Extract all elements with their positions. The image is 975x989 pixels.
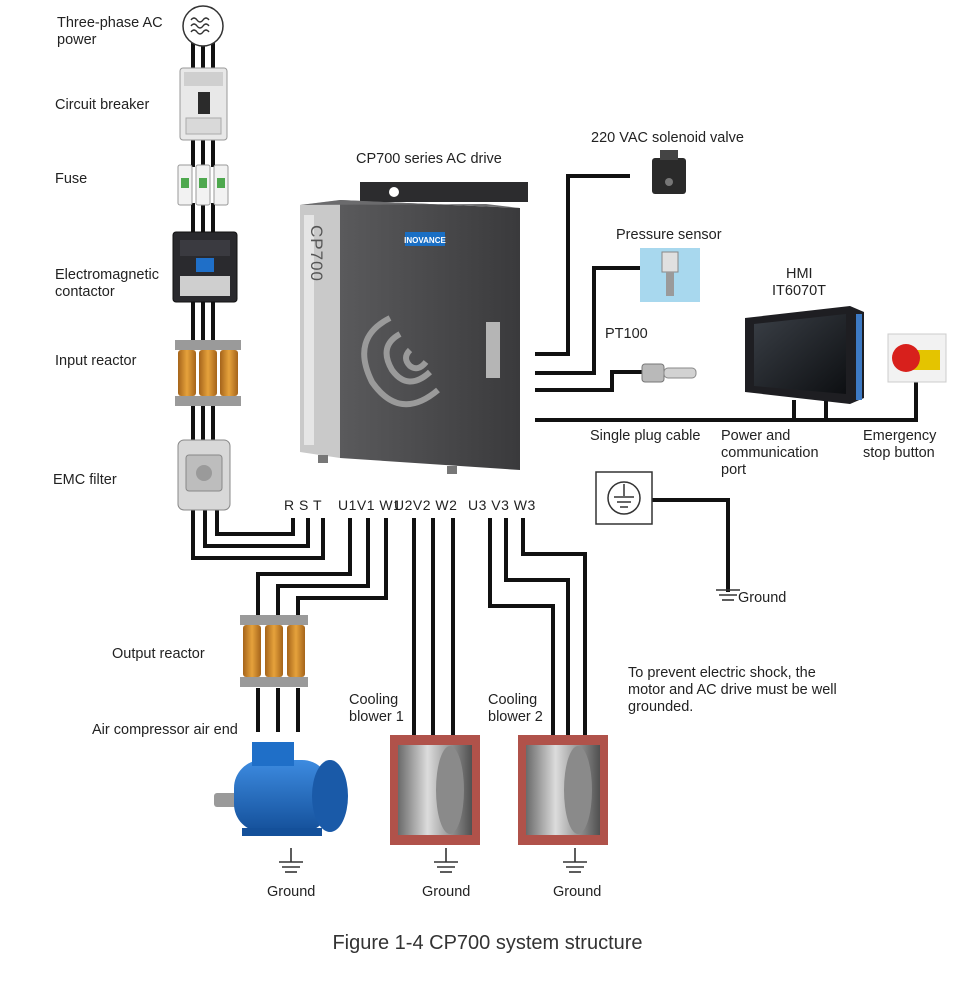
label-air-end: Air compressor air end: [92, 722, 238, 738]
drive-brand-badge: INOVANCE: [404, 236, 446, 245]
emergency-stop-icon: [887, 333, 947, 383]
terminal-input-rst: R S T: [284, 497, 323, 513]
label-hmi-line1: HMI: [786, 266, 813, 282]
ground-symbol-icon: [716, 589, 740, 601]
wiring: [191, 43, 918, 737]
label-pressure-sensor: Pressure sensor: [616, 227, 722, 243]
label-solenoid-valve: 220 VAC solenoid valve: [591, 130, 744, 146]
label-blower-2: Cooling blower 2: [488, 692, 543, 725]
ground-symbol-icon: [563, 848, 587, 873]
label-ground-blower-1: Ground: [422, 884, 471, 900]
label-output-reactor: Output reactor: [112, 646, 205, 662]
terminal-output-1: U1V1 W1: [338, 497, 402, 513]
label-emergency-stop: Emergency stop button: [863, 428, 937, 461]
input-reactor-icon: [175, 340, 241, 406]
output-reactor-icon: [240, 615, 308, 687]
circuit-breaker-icon: [179, 67, 228, 141]
label-hmi-line2: IT6070T: [772, 283, 826, 299]
ground-symbol-icon: [434, 848, 458, 873]
label-ac-power: Three-phase AC power: [57, 15, 163, 48]
terminal-output-3: U3 V3 W3: [468, 497, 536, 513]
cooling-blower-2-icon: [518, 735, 608, 845]
motor-icon: [214, 742, 348, 836]
grounding-note: To prevent electric shock, the motor and…: [628, 665, 837, 715]
label-power-comm-port: Power and communication port: [721, 428, 819, 478]
label-emc-filter: EMC filter: [53, 472, 117, 488]
ground-symbol-icon: [279, 848, 303, 873]
figure-caption: Figure 1-4 CP700 system structure: [332, 932, 643, 954]
label-drive: CP700 series AC drive: [356, 151, 502, 167]
pressure-sensor-icon: [640, 248, 700, 302]
label-circuit-breaker: Circuit breaker: [55, 97, 150, 113]
drive-logo-swirl-icon: [361, 315, 440, 408]
contactor-icon: [172, 231, 238, 303]
hmi-panel-icon: [745, 306, 864, 404]
ground-terminal-icon: [595, 471, 653, 525]
fuse-icon: [177, 164, 229, 206]
label-single-plug-cable: Single plug cable: [590, 428, 701, 444]
label-fuse: Fuse: [55, 171, 88, 187]
pt100-sensor-icon: [641, 363, 697, 383]
drive-side-text: CP700: [307, 225, 326, 282]
ac-power-icon: [182, 5, 224, 47]
cp700-drive: [300, 182, 528, 474]
label-pt100: PT100: [605, 326, 648, 342]
label-input-reactor: Input reactor: [55, 353, 137, 369]
label-ground-blower-2: Ground: [553, 884, 602, 900]
cooling-blower-1-icon: [390, 735, 480, 845]
solenoid-valve-icon: [652, 150, 686, 194]
label-ground-motor: Ground: [267, 884, 316, 900]
terminal-output-2: U2V2 W2: [394, 497, 458, 513]
label-ground-right: Ground: [738, 590, 787, 606]
emc-filter-icon: [177, 439, 231, 511]
label-contactor: Electromagnetic contactor: [55, 267, 159, 300]
label-blower-1: Cooling blower 1: [349, 692, 404, 725]
